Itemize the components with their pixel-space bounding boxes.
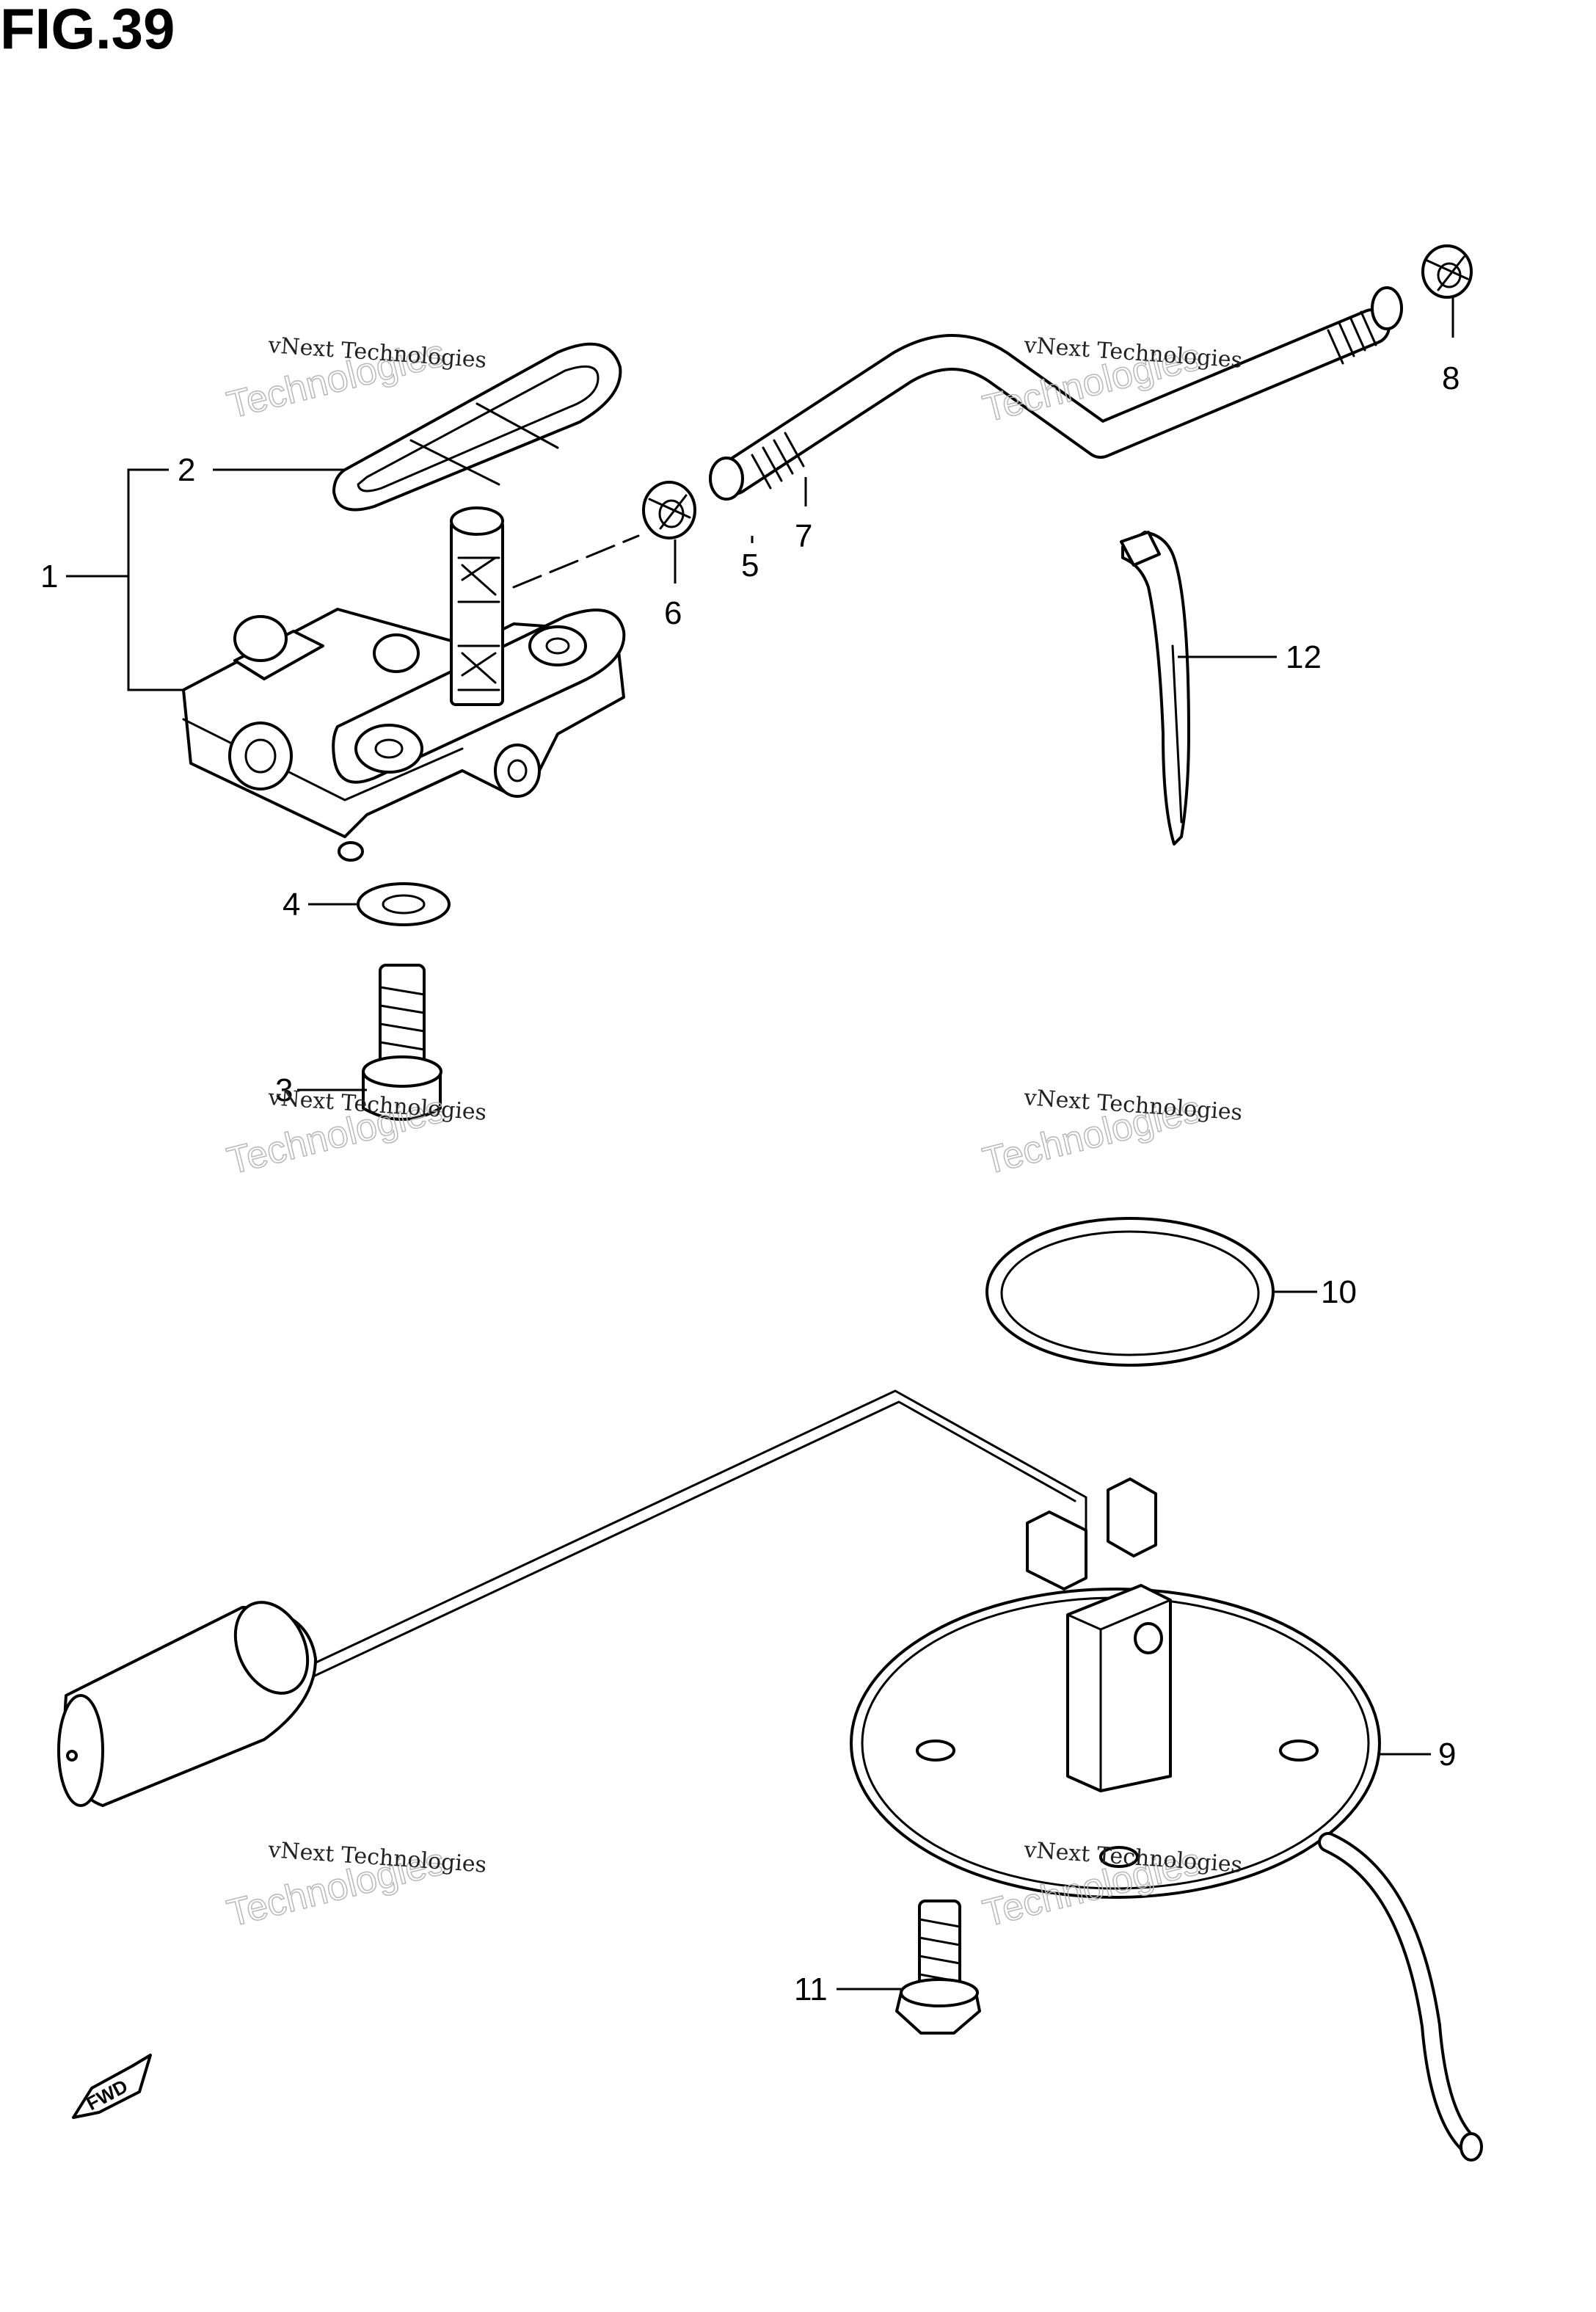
fwd-arrow-icon: FWD xyxy=(72,2054,152,2119)
screw-part-3[interactable] xyxy=(362,964,442,1121)
callout-6: 6 xyxy=(664,595,682,631)
clamp-part-6[interactable] xyxy=(512,481,696,589)
fuel-cock-part-1[interactable] xyxy=(182,506,626,862)
callout-2: 2 xyxy=(178,452,195,488)
callout-12: 12 xyxy=(1286,639,1322,675)
watermark-5: Technologies vNext Technologies xyxy=(222,1837,487,1935)
watermark-3: Technologies vNext Technologies xyxy=(222,1085,487,1183)
gasket-part-2[interactable] xyxy=(332,342,622,512)
figure-title: FIG.39 xyxy=(0,0,175,61)
clamp-part-8[interactable] xyxy=(1421,244,1473,299)
callout-1: 1 xyxy=(40,559,58,595)
callout-4: 4 xyxy=(283,887,300,923)
callout-3: 3 xyxy=(275,1072,293,1108)
bolt-part-11[interactable] xyxy=(895,1900,981,2035)
leader-lines xyxy=(66,297,1454,1991)
callout-9: 9 xyxy=(1438,1737,1456,1773)
cable-tie-part-12[interactable] xyxy=(1120,531,1190,846)
fuel-hose-part-7[interactable] xyxy=(715,286,1403,495)
callout-8: 8 xyxy=(1442,360,1460,396)
callout-5: 5 xyxy=(741,548,759,584)
hose-end-part-5[interactable] xyxy=(709,457,744,501)
o-ring-part-10[interactable] xyxy=(985,1217,1275,1367)
washer-part-4[interactable] xyxy=(357,882,451,926)
callout-7: 7 xyxy=(795,518,812,554)
fuel-level-gauge-part-9[interactable] xyxy=(57,1389,1483,2162)
callout-10: 10 xyxy=(1321,1274,1357,1310)
watermark-4: Technologies vNext Technologies xyxy=(978,1085,1243,1183)
callout-11: 11 xyxy=(794,1971,828,2007)
